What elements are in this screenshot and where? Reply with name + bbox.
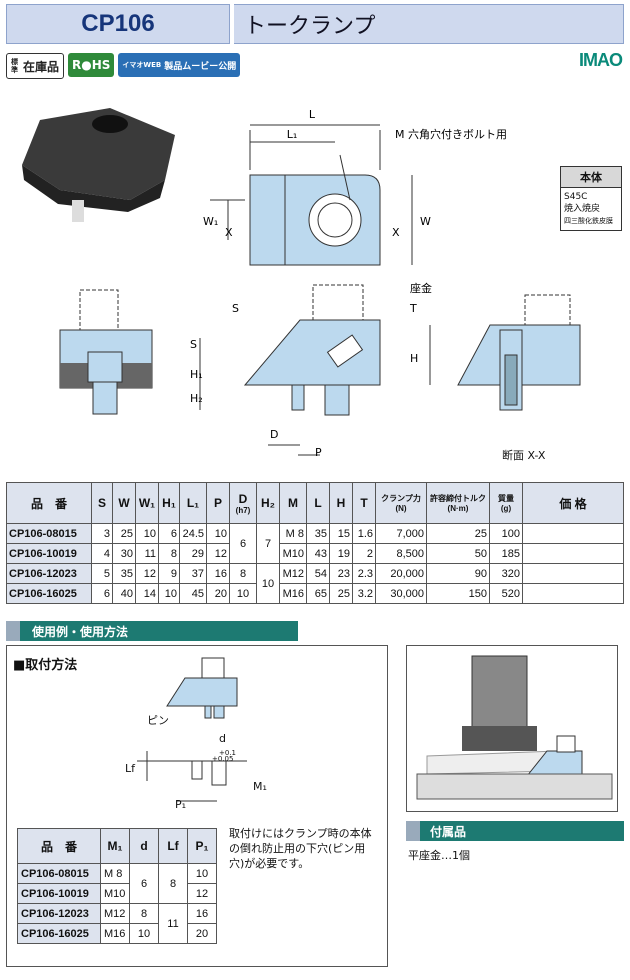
- dim-T: T: [409, 302, 417, 315]
- rohs-badge: R●HS: [68, 53, 115, 77]
- stock-badge: 標準在庫品: [6, 53, 65, 79]
- usage-example-illustration: [406, 645, 618, 812]
- dim-H: H: [410, 352, 418, 365]
- page-header: CP106 トークランプ: [6, 4, 624, 44]
- material-box: 本体 S45C 焼入焼戻 四三酸化鉄皮膜: [560, 166, 622, 231]
- dim-H1: H₁: [190, 368, 203, 381]
- section-note: 断面 X-X: [502, 449, 546, 462]
- dim-L1: L₁: [287, 128, 298, 141]
- spec-table: 品 番 S W W₁ H₁ L₁ P D(h7) H₂ M L H T クランプ…: [6, 482, 624, 604]
- technical-drawing: L L₁ M 六角穴付きボルト用 W W₁ X X 座金 S T H S H₁ …: [22, 108, 581, 459]
- usage-box: ■取付方法 ピン d +0.1+0.05 Lf M₁ P₁ 品 番 M₁ d L…: [6, 645, 388, 967]
- dim-W1: W₁: [203, 215, 218, 228]
- mounting-drawing: [137, 657, 247, 802]
- dim-d: d +0.1+0.05: [212, 732, 236, 763]
- dim-M1: M₁: [253, 780, 267, 793]
- usage-title: ■取付方法: [13, 658, 78, 673]
- dim-P: P: [315, 446, 322, 459]
- dim-P1: P₁: [175, 798, 187, 811]
- accessory-section-bar: 付属品: [406, 821, 624, 841]
- material-line: 四三酸化鉄皮膜: [564, 217, 613, 225]
- material-header: 本体: [561, 167, 621, 188]
- imao-logo: IMAO: [579, 50, 623, 70]
- dim-Lf: Lf: [125, 762, 136, 775]
- mounting-note: 取付けにはクランプ時の本体の倒れ防止用の下穴(ピン用穴)が必要です。: [229, 827, 372, 870]
- dim-M-note: M 六角穴付きボルト用: [395, 127, 507, 141]
- top-view: [210, 124, 413, 266]
- product-photo: [22, 108, 175, 222]
- dim-D: D: [270, 428, 278, 441]
- material-line: S45C: [564, 192, 588, 202]
- section-view: [457, 294, 581, 411]
- section-mark-X-left: X: [225, 226, 233, 239]
- accessory-text: 平座金…1個: [408, 849, 470, 862]
- dim-S-top: S: [232, 302, 239, 315]
- product-code: CP106: [6, 4, 230, 44]
- end-view: [59, 289, 153, 415]
- dim-L: L: [309, 108, 316, 121]
- material-line: 焼入焼戻: [564, 204, 601, 214]
- pin-label: ピン: [147, 714, 169, 727]
- dim-H2: H₂: [190, 392, 203, 405]
- section-mark-X-right: X: [392, 226, 400, 239]
- side-view: [199, 284, 431, 456]
- usage-section-bar: 使用例・使用方法: [6, 621, 298, 641]
- product-name: トークランプ: [234, 4, 624, 44]
- dim-W: W: [420, 215, 431, 228]
- dim-S-side: S: [190, 338, 197, 351]
- label-zakin: 座金: [410, 281, 432, 295]
